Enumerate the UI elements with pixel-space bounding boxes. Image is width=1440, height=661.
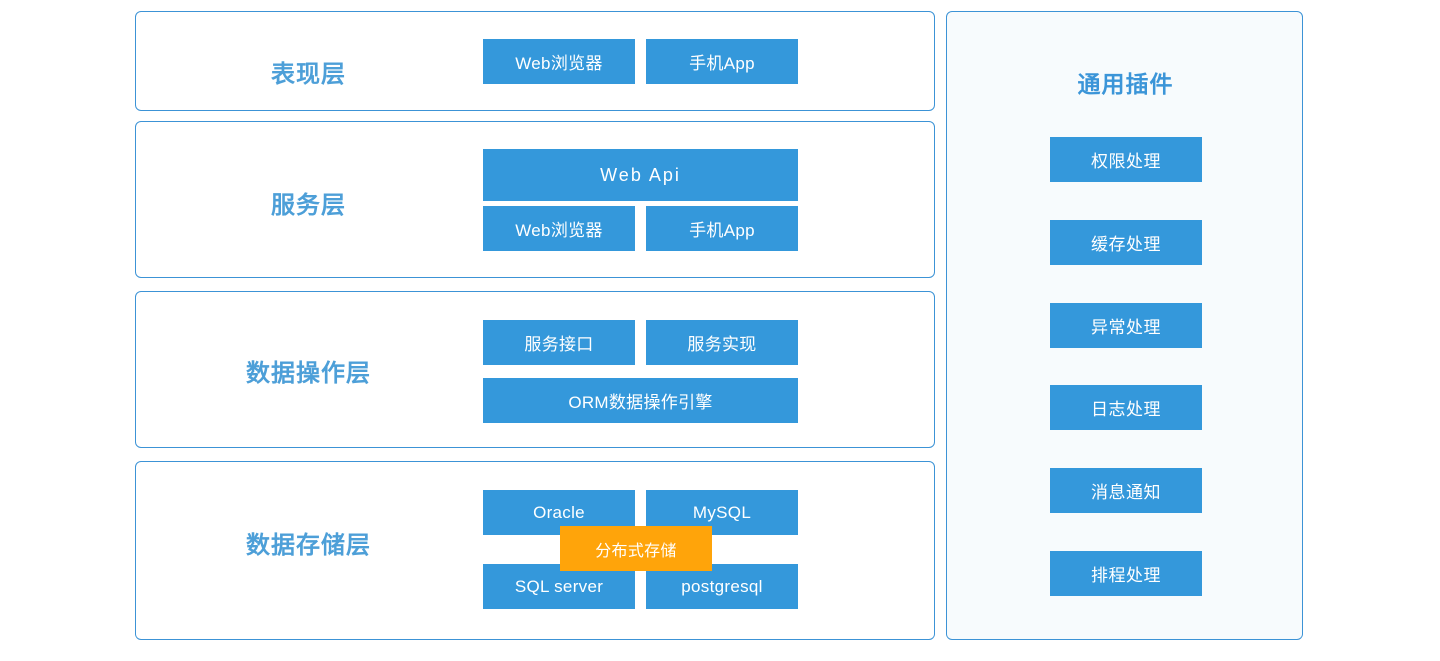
layer-presentation: 表现层 Web浏览器 手机App [135, 11, 935, 111]
layer-data-storage-title: 数据存储层 [246, 532, 371, 559]
plugin-permission-handling[interactable]: 权限处理 [1050, 137, 1202, 182]
plugins-panel: 通用插件 权限处理 缓存处理 异常处理 日志处理 消息通知 排程处理 [946, 11, 1303, 640]
box-orm-engine[interactable]: ORM数据操作引擎 [483, 378, 798, 423]
layer-service: 服务层 Web Api Web浏览器 手机App [135, 121, 935, 278]
plugin-log-handling[interactable]: 日志处理 [1050, 385, 1202, 430]
plugin-cache-handling[interactable]: 缓存处理 [1050, 220, 1202, 265]
box-web-browser[interactable]: Web浏览器 [483, 206, 635, 251]
layer-data-storage: 数据存储层 Oracle MySQL SQL server postgresql… [135, 461, 935, 640]
plugin-message-notification[interactable]: 消息通知 [1050, 468, 1202, 513]
box-distributed-storage[interactable]: 分布式存储 [560, 526, 712, 571]
plugin-exception-handling[interactable]: 异常处理 [1050, 303, 1202, 348]
plugins-panel-title: 通用插件 [1077, 71, 1174, 97]
box-mobile-app[interactable]: 手机App [646, 39, 798, 84]
layer-presentation-title: 表现层 [271, 61, 346, 88]
box-sql-server[interactable]: SQL server [483, 564, 635, 609]
box-service-implementation[interactable]: 服务实现 [646, 320, 798, 365]
layer-data-operation: 数据操作层 服务接口 服务实现 ORM数据操作引擎 [135, 291, 935, 448]
box-web-browser[interactable]: Web浏览器 [483, 39, 635, 84]
box-web-api[interactable]: Web Api [483, 149, 798, 201]
box-postgresql[interactable]: postgresql [646, 564, 798, 609]
box-service-interface[interactable]: 服务接口 [483, 320, 635, 365]
box-mobile-app[interactable]: 手机App [646, 206, 798, 251]
layer-service-title: 服务层 [271, 192, 346, 219]
box-oracle[interactable]: Oracle [483, 490, 635, 535]
plugin-schedule-handling[interactable]: 排程处理 [1050, 551, 1202, 596]
layer-data-operation-title: 数据操作层 [246, 360, 371, 387]
